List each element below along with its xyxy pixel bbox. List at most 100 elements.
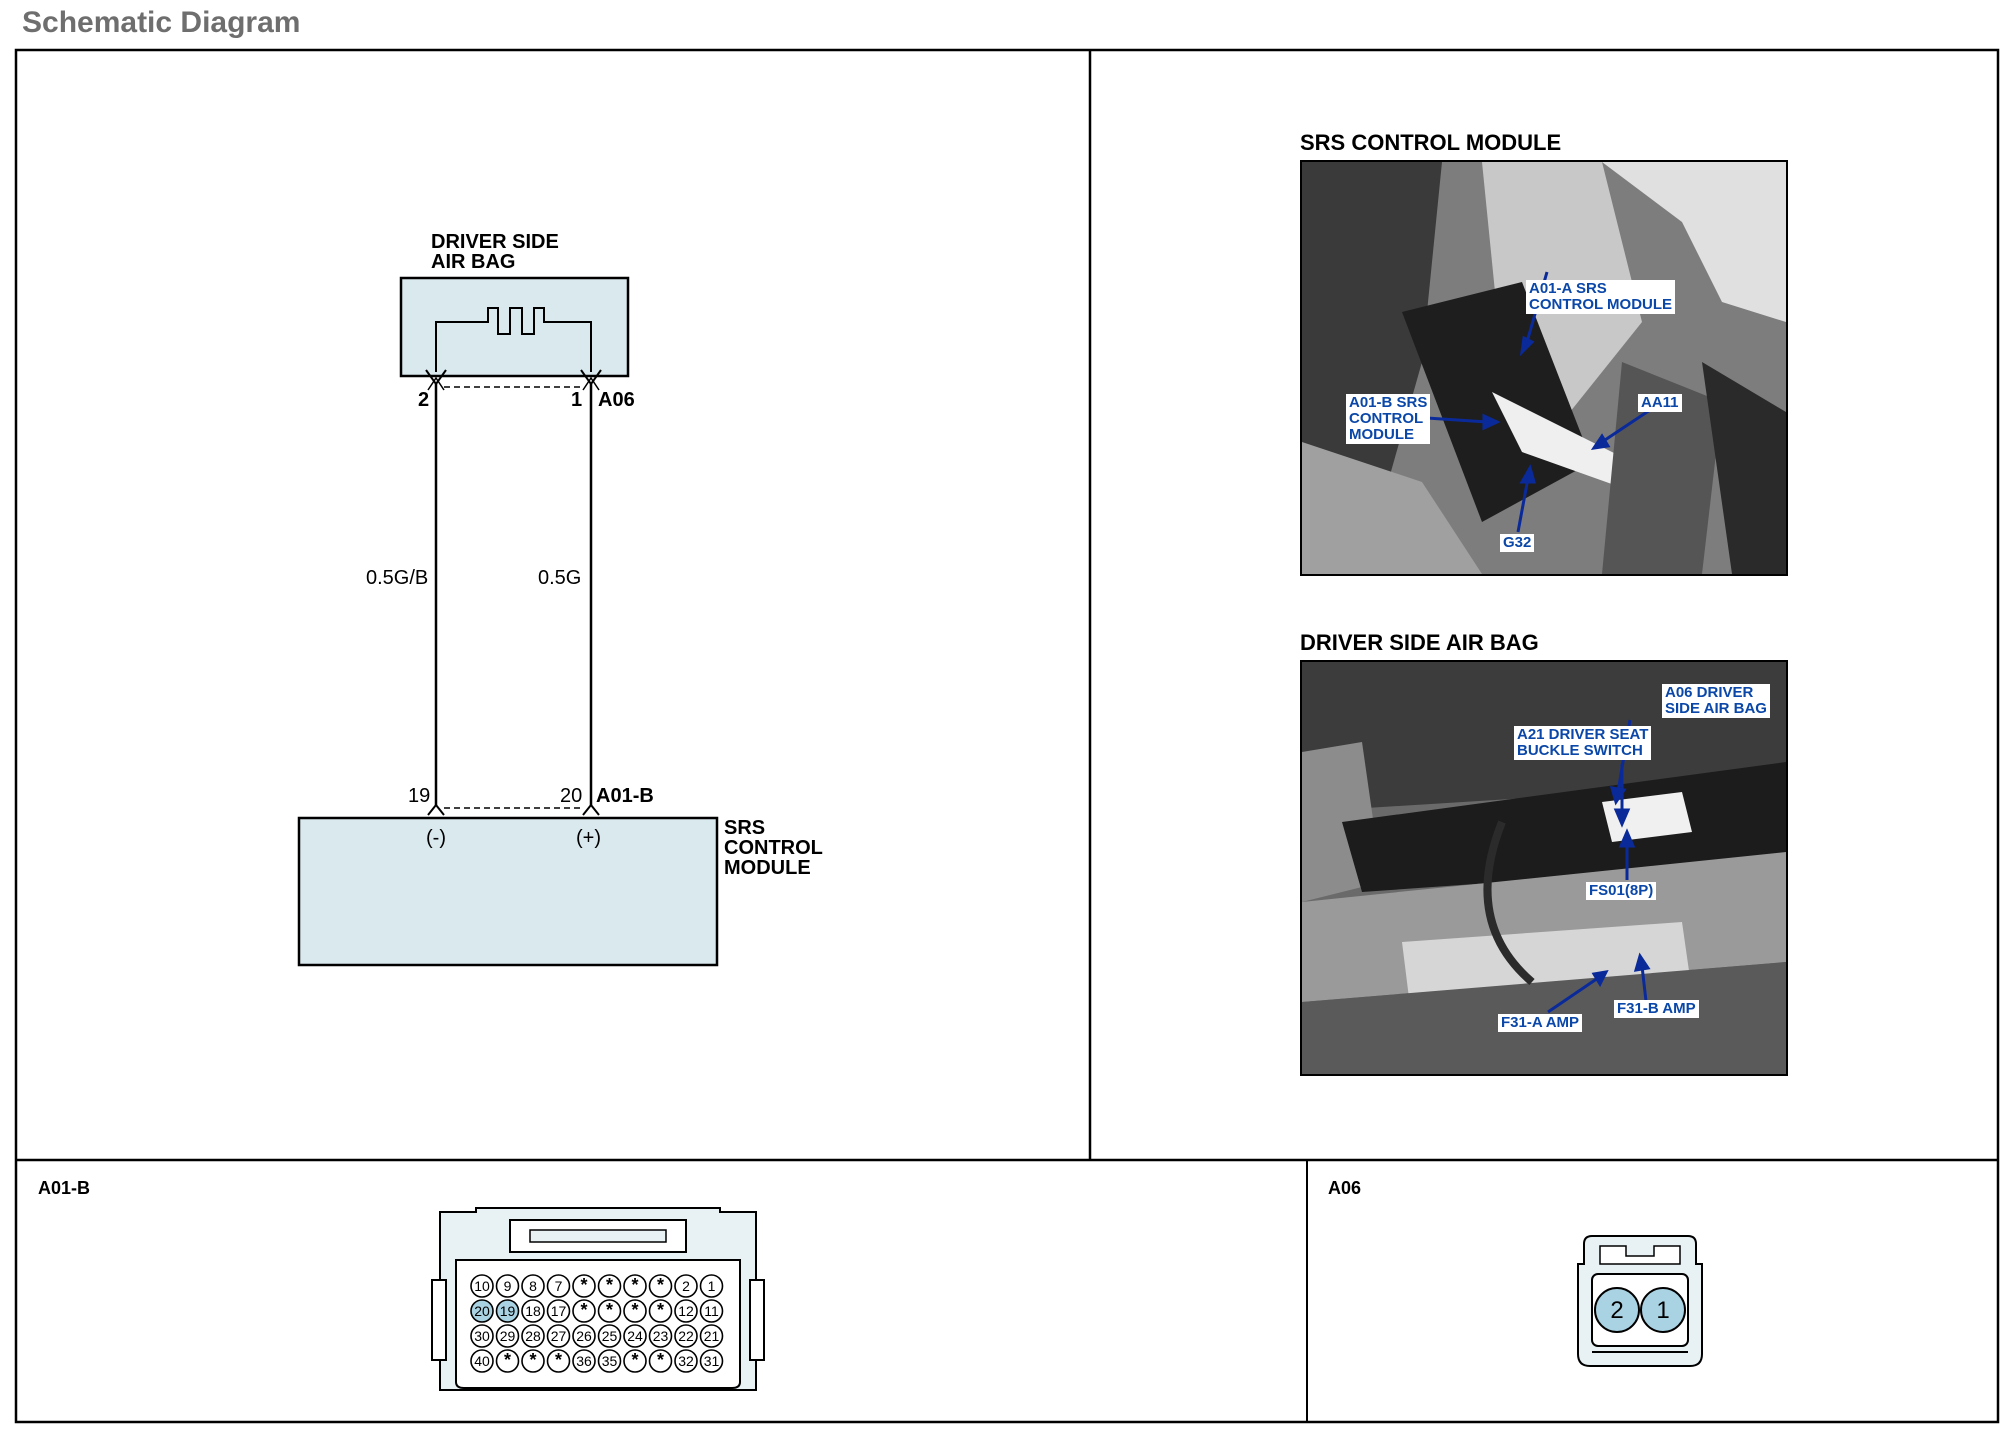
airbag-squib-symbol	[435, 307, 592, 372]
a01b-pin-cavity	[470, 1349, 494, 1373]
a01b-pin-cavity	[546, 1324, 571, 1348]
a01b-pin-label: 31	[704, 1353, 720, 1369]
a01b-pin-label: 7	[555, 1278, 563, 1294]
a01b-pin-label: 9	[504, 1278, 512, 1294]
a01b-pin-label: 27	[551, 1328, 567, 1344]
a01b-pin-cavity	[495, 1324, 520, 1348]
a01b-pin-label: 25	[602, 1328, 618, 1344]
a01b-pin-label: *	[555, 1350, 562, 1370]
callout-f31b-amp: F31-B AMP	[1614, 1000, 1699, 1018]
a01b-pin-cavity	[674, 1349, 698, 1373]
a01b-pin-label: 28	[525, 1328, 541, 1344]
a01b-pin-cavity	[674, 1274, 698, 1298]
a01b-pin-label: 20	[474, 1303, 490, 1319]
a01b-pin-cavity	[470, 1324, 494, 1348]
a01b-pin-label: 2	[682, 1278, 690, 1294]
page-title: Schematic Diagram	[22, 6, 301, 39]
a01b-pin-cavity	[521, 1299, 545, 1323]
a01b-pin-label: 10	[474, 1278, 490, 1294]
a01b-pin-cavity	[495, 1274, 520, 1298]
a01b-pin-cavity	[699, 1349, 724, 1373]
a01b-pin-cavity	[623, 1299, 647, 1323]
a01b-pin-label: 17	[551, 1303, 567, 1319]
a01b-pin-cavity	[674, 1324, 698, 1348]
a01b-pin-cavity	[597, 1299, 622, 1323]
a01b-pin-cavity	[648, 1299, 673, 1323]
pin-label-bottom-left: 19	[408, 785, 431, 807]
a01b-pin-label: *	[529, 1350, 536, 1370]
wiring-schematic	[297, 276, 719, 967]
connector-label-a06: A06	[598, 389, 635, 411]
a01b-pin-cavity	[699, 1274, 724, 1298]
polarity-positive: (+)	[576, 827, 601, 849]
srs-module-box	[297, 816, 719, 967]
connector-a01b-title: A01-B	[38, 1178, 91, 1198]
a01b-pin-cavity	[597, 1274, 622, 1298]
a01b-pin-label: 24	[627, 1328, 643, 1344]
a01b-pin-cavity	[572, 1299, 596, 1323]
a01b-pin-cavity	[521, 1274, 545, 1298]
wire-label-left: 0.5G/B	[366, 567, 429, 589]
a01b-pin-label: *	[657, 1350, 664, 1370]
a01b-pin-label: *	[631, 1350, 638, 1370]
a01b-pin-label: 21	[704, 1328, 720, 1344]
a01b-pin-label: 36	[576, 1353, 592, 1369]
a01b-pin-label: 8	[529, 1278, 537, 1294]
a01b-pin-label: 22	[678, 1328, 694, 1344]
a01b-pin-cavity	[623, 1349, 647, 1373]
a01b-pin-cavity	[623, 1324, 647, 1348]
a01b-pin-label: *	[631, 1275, 638, 1295]
a01b-pin-cavity	[648, 1349, 673, 1373]
a01b-pin-cavity	[521, 1349, 545, 1373]
a01b-pin-cavity	[597, 1324, 622, 1348]
a01b-pin-cavity	[648, 1274, 673, 1298]
a01b-pin-label: 29	[500, 1328, 516, 1344]
pin-label-bottom-right: 20	[560, 785, 583, 807]
srs-label-line2: CONTROL	[724, 837, 823, 859]
a01b-pin-label: 40	[474, 1353, 490, 1369]
pin-label-top-right: 1	[571, 389, 583, 411]
a01b-pin-cavity	[470, 1299, 494, 1323]
a01b-pin-label: *	[657, 1300, 664, 1320]
a01b-pin-label: 19	[500, 1303, 516, 1319]
callout-f31a-amp: F31-A AMP	[1498, 1014, 1583, 1032]
a01b-pin-cavity	[546, 1349, 571, 1373]
a06-pin-label: 2	[1610, 1297, 1623, 1324]
a01b-pin-cavity	[699, 1299, 724, 1323]
a01b-pin-label: 12	[678, 1303, 694, 1319]
srs-label-line3: MODULE	[724, 857, 811, 879]
a01b-pin-label: 1	[708, 1278, 716, 1294]
polarity-negative: (-)	[426, 827, 446, 849]
a01b-pin-label: *	[606, 1275, 613, 1295]
a01b-pin-label: *	[657, 1275, 664, 1295]
airbag-label-line2: AIR BAG	[431, 251, 516, 273]
a01b-pin-cavity	[572, 1324, 596, 1348]
driver-airbag-photo-art	[1302, 662, 1786, 1074]
a01b-pin-cavity	[470, 1274, 494, 1298]
a06-pin-cavity	[1640, 1287, 1686, 1333]
a01b-pin-label: 30	[474, 1328, 490, 1344]
a01b-pin-cavity	[572, 1349, 596, 1373]
a01b-pin-label: *	[580, 1275, 587, 1295]
wire-label-right: 0.5G	[538, 567, 582, 589]
a01b-pin-label: *	[606, 1300, 613, 1320]
connector-label-a01b: A01-B	[596, 785, 654, 807]
pin-label-top-left: 2	[418, 389, 430, 411]
callout-aa11: AA11	[1638, 394, 1682, 412]
a06-pin-label: 1	[1656, 1297, 1669, 1324]
a01b-pin-cavity	[572, 1274, 596, 1298]
a01b-pin-label: 32	[678, 1353, 694, 1369]
a01b-pin-cavity	[546, 1274, 571, 1298]
a01b-pin-label: *	[504, 1350, 511, 1370]
a01b-pin-cavity	[648, 1324, 673, 1348]
a01b-pin-label: 26	[576, 1328, 592, 1344]
callout-fs01: FS01(8P)	[1586, 882, 1657, 900]
connector-a06-title: A06	[1328, 1178, 1362, 1198]
a01b-pin-label: 11	[704, 1303, 719, 1319]
a01b-pin-cavity	[674, 1299, 698, 1323]
a01b-pin-label: 35	[602, 1353, 618, 1369]
a06-pin-cavity	[1594, 1287, 1640, 1333]
